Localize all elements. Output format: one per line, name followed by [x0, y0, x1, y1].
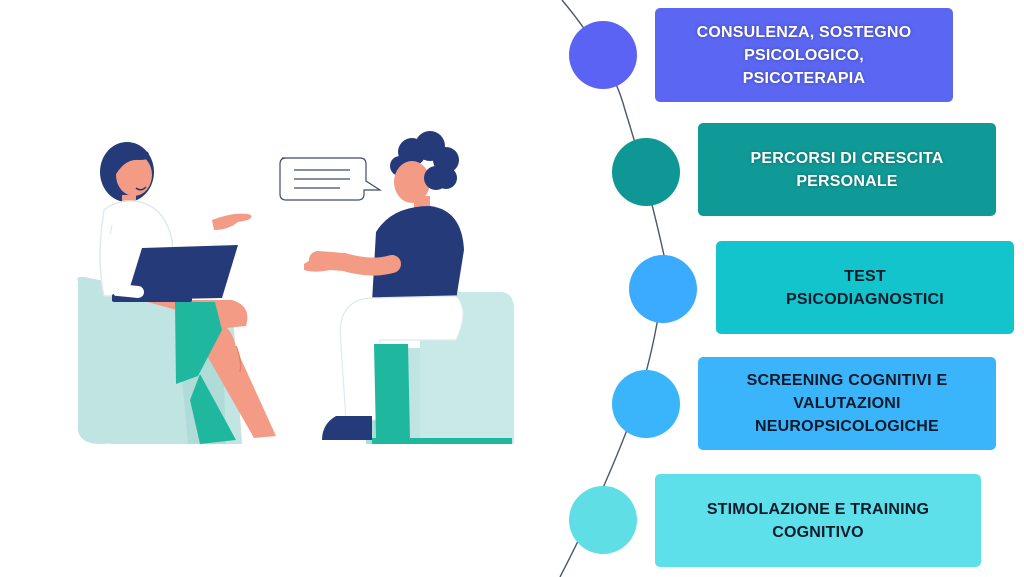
service-card-counseling[interactable]: CONSULENZA, SOSTEGNO PSICOLOGICO, PSICOT… — [655, 8, 953, 102]
client-figure — [304, 131, 464, 440]
service-card-line: CONSULENZA, SOSTEGNO — [696, 23, 912, 41]
service-card-cognitive-training[interactable]: STIMOLAZIONE E TRAINING COGNITIVO — [655, 474, 981, 567]
therapist-figure — [99, 142, 276, 444]
service-card-line: VALUTAZIONI — [793, 395, 901, 412]
timeline-dot — [569, 21, 637, 89]
timeline-dot — [612, 138, 680, 206]
service-card-line: STIMOLAZIONE E TRAINING — [706, 500, 930, 518]
timeline-dot — [569, 486, 637, 554]
service-card-line: SCREENING COGNITIVI E — [746, 372, 948, 389]
service-card-psychodiagnostic-tests[interactable]: TEST PSICODIAGNOSTICI — [716, 241, 1014, 334]
timeline-dot — [612, 370, 680, 438]
timeline-dot — [629, 255, 697, 323]
service-card-cognitive-screening[interactable]: SCREENING COGNITIVI E VALUTAZIONI NEUROP… — [698, 357, 996, 450]
service-card-line: NEUROPSICOLOGICHE — [755, 418, 939, 435]
service-card-line: COGNITIVO — [772, 523, 864, 541]
service-card-personal-growth[interactable]: PERCORSI DI CRESCITA PERSONALE — [698, 123, 996, 216]
speech-bubble-icon — [279, 157, 383, 201]
service-card-line: PERSONALE — [796, 172, 898, 190]
therapy-session-illustration — [77, 131, 514, 444]
service-card-line: TEST — [844, 267, 886, 285]
service-card-line: PERCORSI DI CRESCITA — [750, 149, 944, 167]
service-card-line: PSICOTERAPIA — [742, 69, 866, 87]
service-card-line: PSICOLOGICO, — [744, 46, 864, 64]
service-card-line: PSICODIAGNOSTICI — [786, 290, 944, 308]
